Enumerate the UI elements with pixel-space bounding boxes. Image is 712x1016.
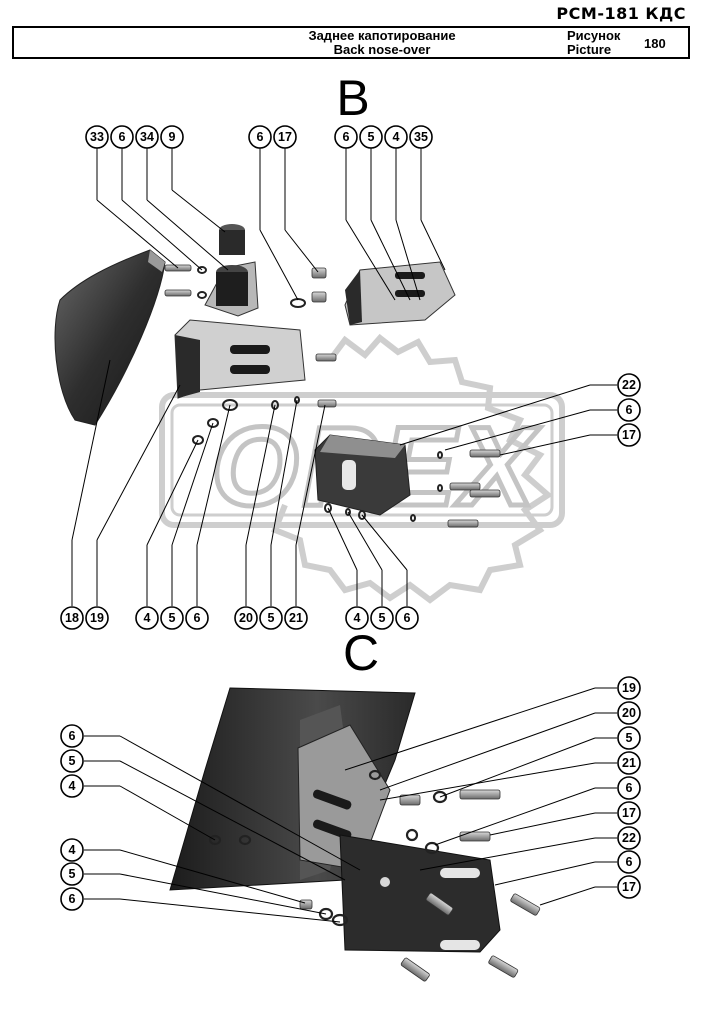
- callouts-view-c: 19 20 5 21 6 17 22 6 17 6 5 4 4 5 6: [60, 676, 641, 911]
- callout-label: 6: [194, 611, 201, 625]
- callout-label: 5: [626, 731, 633, 745]
- callout-label: 5: [379, 611, 386, 625]
- title-russian: Заднее капотирование: [308, 28, 456, 43]
- callout: 6: [60, 724, 84, 748]
- callout: 21: [617, 751, 641, 775]
- callout-label: 5: [69, 867, 76, 881]
- callout: 18: [60, 606, 84, 630]
- callout-label: 21: [622, 756, 636, 770]
- callout: 5: [160, 606, 184, 630]
- callout-label: 6: [404, 611, 411, 625]
- callout: 6: [60, 887, 84, 911]
- callout-label: 34: [140, 130, 154, 144]
- callout-label: 4: [144, 611, 151, 625]
- callout-label: 22: [622, 831, 636, 845]
- callout-label: 4: [69, 843, 76, 857]
- callout-label: 4: [69, 779, 76, 793]
- title-block: Заднее капотирование Back nose-over Рису…: [12, 26, 690, 59]
- callout: 17: [617, 875, 641, 899]
- view-b-parts: [54, 224, 501, 528]
- callout: 4: [345, 606, 369, 630]
- callout-label: 9: [169, 130, 176, 144]
- callout-label: 6: [626, 781, 633, 795]
- model-label: РСМ-181 КДС: [556, 4, 686, 23]
- picture-number: 180: [644, 36, 666, 51]
- callout-label: 18: [65, 611, 79, 625]
- callout: 5: [359, 125, 383, 149]
- callout-label: 17: [622, 428, 636, 442]
- callout-label: 20: [622, 706, 636, 720]
- callout-label: 5: [69, 754, 76, 768]
- callout: 5: [60, 749, 84, 773]
- callout: 6: [185, 606, 209, 630]
- callout-label: 6: [119, 130, 126, 144]
- callout-label: 6: [626, 403, 633, 417]
- callout: 6: [334, 125, 358, 149]
- hood-cover-part: [54, 249, 166, 426]
- callout: 6: [617, 776, 641, 800]
- callout: 34: [135, 125, 159, 149]
- callout-label: 35: [414, 130, 428, 144]
- view-c-parts: [169, 687, 541, 982]
- callout-label: 5: [268, 611, 275, 625]
- picture-label-english: Picture: [567, 42, 612, 57]
- callout: 19: [85, 606, 109, 630]
- view-letter-c: C: [343, 625, 379, 681]
- callout-label: 33: [90, 130, 104, 144]
- callout: 5: [617, 726, 641, 750]
- callout-label: 6: [257, 130, 264, 144]
- picture-label-russian: Рисунок: [567, 28, 621, 43]
- callout: 6: [248, 125, 272, 149]
- callout-label: 4: [354, 611, 361, 625]
- callout: 17: [273, 125, 297, 149]
- callout: 6: [617, 850, 641, 874]
- callout-label: 6: [343, 130, 350, 144]
- callout: 21: [284, 606, 308, 630]
- callout: 4: [135, 606, 159, 630]
- callout: 5: [370, 606, 394, 630]
- callout-label: 5: [169, 611, 176, 625]
- callout: 22: [617, 826, 641, 850]
- callout-label: 4: [393, 130, 400, 144]
- callout-label: 6: [69, 892, 76, 906]
- callout-label: 19: [622, 681, 636, 695]
- callout: 4: [60, 774, 84, 798]
- callout-label: 17: [622, 806, 636, 820]
- callout: 19: [617, 676, 641, 700]
- callout-label: 21: [289, 611, 303, 625]
- callout-label: 20: [239, 611, 253, 625]
- callout: 33: [85, 125, 109, 149]
- callout-label: 17: [278, 130, 292, 144]
- callouts-view-b: 33 6 34 9 6 17 6 5 4 35 22 6 17 18 19 4 …: [60, 125, 641, 630]
- callout: 20: [234, 606, 258, 630]
- callout-label: 6: [626, 855, 633, 869]
- title-english: Back nose-over: [333, 42, 431, 57]
- callout: 5: [60, 862, 84, 886]
- callout: 6: [617, 398, 641, 422]
- callout-label: 5: [368, 130, 375, 144]
- callout: 17: [617, 801, 641, 825]
- callout: 5: [259, 606, 283, 630]
- callout: 20: [617, 701, 641, 725]
- callout-label: 22: [622, 378, 636, 392]
- callout: 4: [60, 838, 84, 862]
- callout: 17: [617, 423, 641, 447]
- callout: 6: [395, 606, 419, 630]
- callout: 22: [617, 373, 641, 397]
- callout-label: 6: [69, 729, 76, 743]
- callout-label: 17: [622, 880, 636, 894]
- view-letter-b: B: [336, 70, 369, 126]
- callout: 35: [409, 125, 433, 149]
- callout: 4: [384, 125, 408, 149]
- callout: 9: [160, 125, 184, 149]
- leader-lines: [71, 148, 617, 923]
- callout-label: 19: [90, 611, 104, 625]
- callout: 6: [110, 125, 134, 149]
